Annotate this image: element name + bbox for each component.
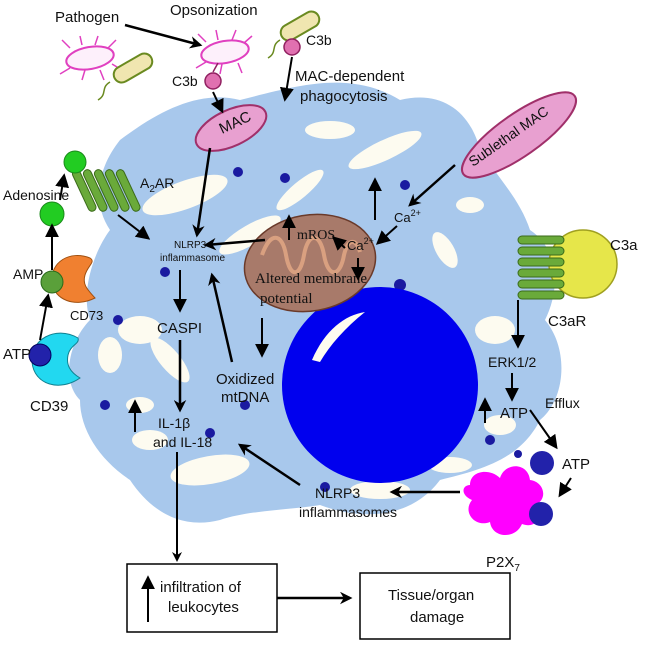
- nucleus: [282, 287, 478, 483]
- cytoplasm-dots: [100, 167, 522, 492]
- pathway-arrows: [39, 23, 572, 605]
- atp-right-label: ATP: [562, 456, 590, 473]
- damage-label-1: Tissue/organ: [388, 587, 474, 604]
- c3b-left-label: C3b: [172, 73, 198, 89]
- pathogen-icon: [59, 35, 123, 81]
- opsonized-pathogen-icon: [195, 29, 253, 75]
- c3b-left-icon: [204, 72, 222, 90]
- a2ar-ligand-icon: [63, 150, 87, 174]
- infiltration-box: [126, 563, 278, 633]
- damage-label-2: damage: [410, 609, 464, 626]
- nlrp3-label-1: NLRP3: [174, 240, 207, 251]
- atp-left-label: ATP: [3, 346, 31, 363]
- caspi-label: CASPI: [157, 320, 202, 337]
- adenosine-label: Adenosine: [3, 187, 69, 203]
- c3ar-label: C3aR: [548, 313, 587, 330]
- adenosine-icon: [39, 201, 65, 227]
- nlrp3-label-2: inflammasome: [160, 253, 225, 264]
- atp-left-icon: [28, 343, 52, 367]
- atp-efflux-icon: [530, 451, 554, 475]
- opsonization-label: Opsonization: [170, 2, 258, 19]
- altered-membrane-label-2: potential: [260, 291, 313, 307]
- a2ar-receptor-icon: [71, 169, 141, 212]
- cd73-enzyme-icon: [51, 254, 96, 303]
- infiltration-label-1: infiltration of: [160, 579, 242, 596]
- sublethal-mac-complex: [461, 91, 577, 179]
- il-label-1: IL-1β: [158, 415, 190, 431]
- oxidized-label-1: Oxidized: [216, 371, 274, 388]
- mac-phagocytosis-label-1: MAC-dependent: [295, 68, 405, 85]
- a2ar-label: A2AR: [140, 175, 174, 195]
- efflux-label: Efflux: [545, 395, 580, 411]
- infiltration-label-2: leukocytes: [168, 599, 239, 616]
- il-label-2: and IL-18: [153, 434, 212, 450]
- oxidized-label-2: mtDNA: [221, 389, 269, 406]
- nucleus-highlight: [312, 312, 365, 362]
- c3a-label: C3a: [610, 237, 638, 254]
- amp-label: AMP: [13, 266, 43, 282]
- opsonized-bacillus-icon: [267, 10, 321, 59]
- c3b-top-icon: [283, 38, 301, 56]
- p2x7-channel-icon: [463, 466, 544, 536]
- nlrp3-inflammasomes-label-1: NLRP3: [315, 485, 360, 501]
- mros-label: mROS: [297, 228, 335, 243]
- altered-membrane-label-1: Altered membrane: [255, 271, 367, 287]
- damage-box: [359, 572, 511, 640]
- erk-label: ERK1/2: [488, 354, 536, 370]
- pathogen-label: Pathogen: [55, 9, 119, 26]
- cd73-label: CD73: [70, 308, 103, 323]
- atp-mid-label: ATP: [500, 405, 528, 422]
- amp-icon: [40, 270, 64, 294]
- mac-phagocytosis-label-2: phagocytosis: [300, 88, 388, 105]
- bacillus-icon: [97, 52, 154, 101]
- cd39-label: CD39: [30, 398, 68, 415]
- c3b-top-label: C3b: [306, 32, 332, 48]
- nlrp3-inflammasomes-label-2: inflammasomes: [299, 504, 397, 520]
- c3b-left-link: [212, 62, 219, 73]
- atp-bound-icon: [529, 502, 553, 526]
- c3ar-receptor-icon: [517, 235, 565, 300]
- p2x7-label: P2X7: [486, 554, 520, 574]
